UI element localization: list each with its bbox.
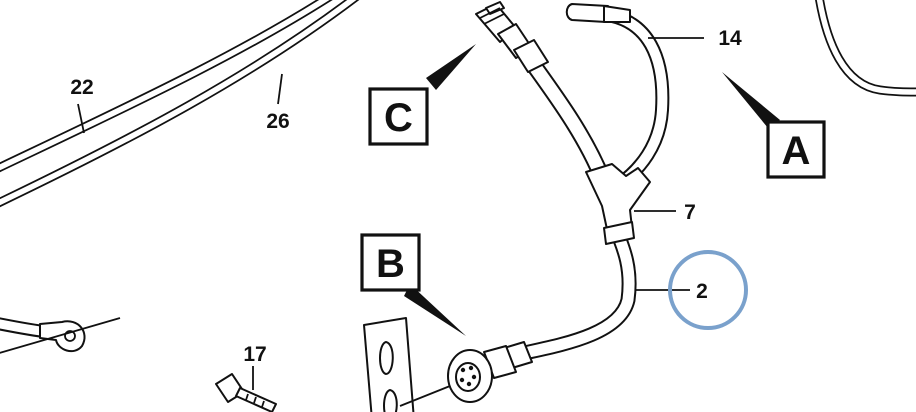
view-label-c: C — [368, 87, 429, 146]
splice-sleeve — [585, 163, 651, 245]
cable-top-right — [815, 0, 916, 97]
connector-c — [475, 1, 549, 73]
part-number-14: 14 — [718, 27, 742, 50]
main-harness — [512, 7, 670, 362]
view-arrows — [404, 44, 780, 336]
highlight-circle — [668, 250, 748, 330]
bolt-17 — [215, 373, 277, 412]
plug-14 — [565, 3, 631, 23]
part-number-22: 22 — [70, 76, 93, 99]
view-label-a: A — [766, 120, 826, 179]
part-number-26: 26 — [266, 110, 289, 133]
view-letter-c: C — [384, 96, 413, 140]
view-letter-b: B — [376, 242, 405, 286]
ring-terminal-cable — [0, 317, 86, 353]
part-number-7: 7 — [684, 201, 696, 224]
leader-lines — [0, 37, 704, 407]
mounting-bracket — [363, 317, 415, 412]
view-label-b: B — [360, 233, 421, 292]
part-number-17: 17 — [243, 343, 266, 366]
connector-b — [447, 341, 533, 403]
cable-22-26 — [0, 0, 360, 208]
part-number-2: 2 — [696, 280, 708, 303]
view-letter-a: A — [782, 129, 811, 173]
